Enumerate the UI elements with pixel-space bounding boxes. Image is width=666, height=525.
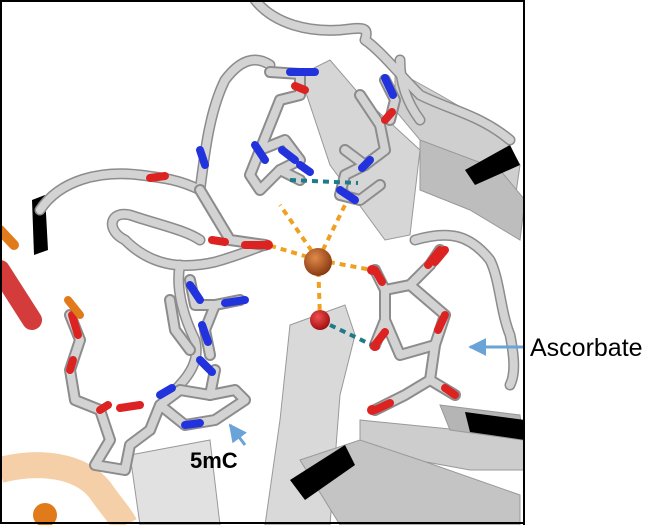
orange-stub-left — [0, 225, 19, 250]
sheet-shadows — [32, 145, 525, 500]
phosphorus-atom-bottom — [33, 503, 57, 525]
iron-atom — [304, 248, 332, 276]
oxygen-ends — [263, 240, 380, 415]
beta-sheets — [129, 59, 541, 525]
hydrogen-bonds — [289, 178, 373, 347]
ascorbate-label: Ascorbate — [530, 334, 643, 362]
dna-backbone — [0, 452, 137, 525]
water-molecule — [310, 310, 330, 330]
residue-sticks — [64, 66, 461, 476]
right-mask — [525, 0, 666, 525]
five-mc-arrow — [228, 423, 247, 446]
red-helix-left — [0, 260, 42, 330]
five-mc-label: 5mC — [190, 448, 238, 473]
